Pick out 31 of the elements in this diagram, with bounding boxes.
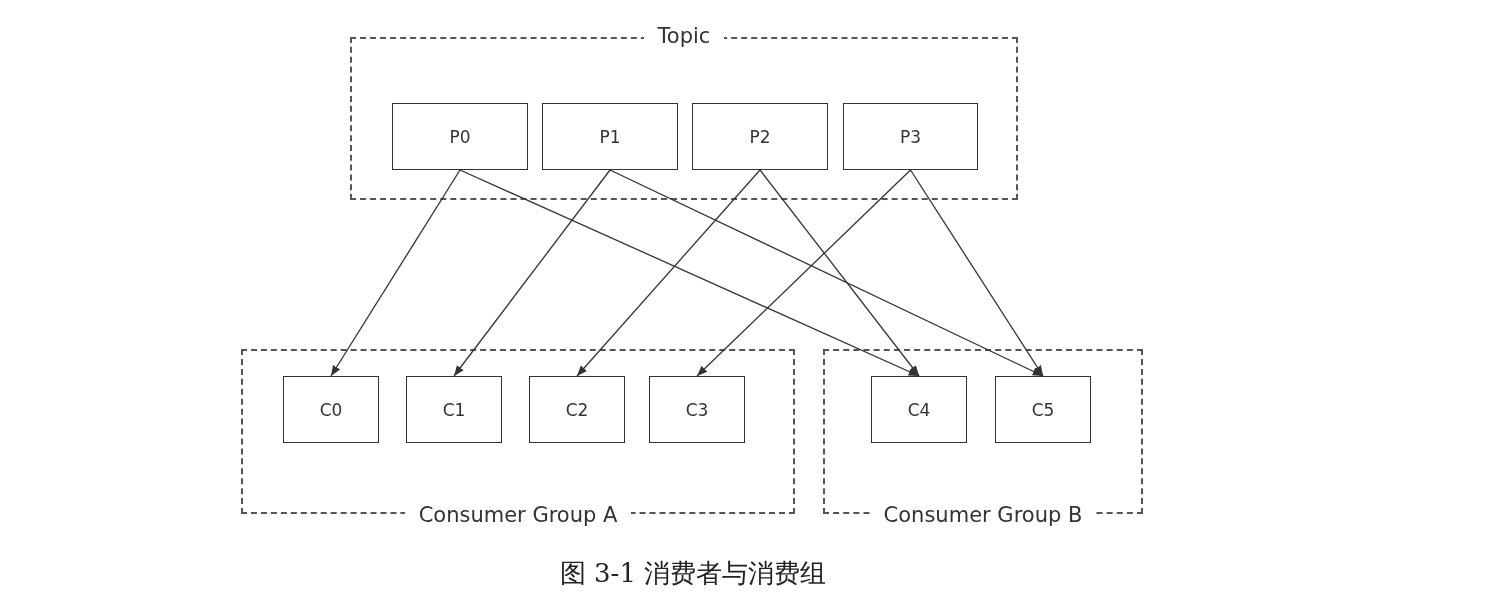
arrow [453,169,611,377]
partition-box [542,103,678,170]
consumer-box [529,376,625,443]
box-label: C0 [319,399,343,420]
arrow [909,169,1044,377]
box-label: P2 [749,126,771,147]
arrow [696,169,912,377]
partition-box [692,103,828,170]
box-label: C4 [907,399,931,420]
box-label: C3 [685,399,709,420]
group-title: Consumer Group A [404,503,632,527]
consumer-box [406,376,502,443]
arrow [459,169,920,377]
consumer-box [283,376,379,443]
box-label: P0 [449,126,471,147]
arrow [576,169,761,377]
arrow [609,169,1044,377]
arrow [759,169,920,377]
box-label: C5 [1031,399,1055,420]
group-title: Topic [643,24,725,48]
figure-caption: 图 3-1 消费者与消费组 [558,557,828,590]
box-label: P1 [599,126,621,147]
consumer-box [995,376,1091,443]
partition-box [392,103,528,170]
partition-box [843,103,978,170]
box-label: C2 [565,399,589,420]
box-label: P3 [899,126,922,147]
box-label: C1 [442,399,466,420]
consumer-box [871,376,967,443]
arrow [330,169,461,377]
consumer-box [649,376,745,443]
